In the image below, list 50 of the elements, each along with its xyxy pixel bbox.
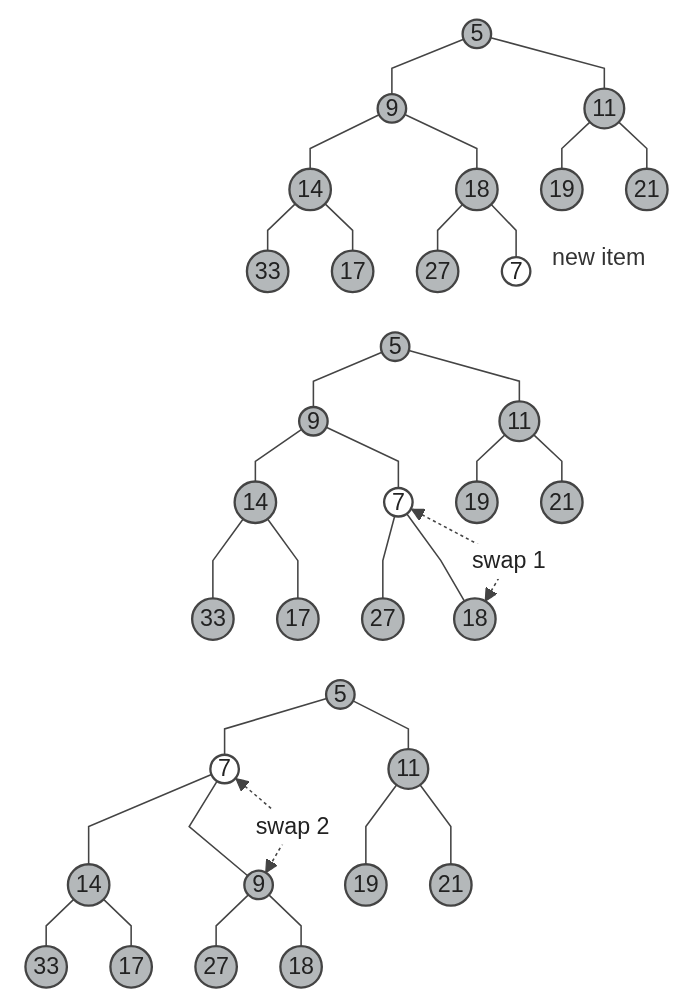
connector [44, 898, 74, 947]
connector [418, 784, 452, 865]
node-circle: 5 [379, 331, 411, 363]
node-circle: 19 [539, 167, 584, 212]
connector [364, 784, 397, 865]
node-circle: 14 [287, 167, 332, 212]
node-circle: 17 [275, 597, 320, 641]
node-circle: 27 [415, 249, 459, 294]
node-circle: 11 [582, 87, 625, 130]
annotation-text: new item [551, 244, 645, 271]
connector [214, 894, 249, 947]
node-circle: 19 [343, 863, 388, 907]
node-circle: 33 [190, 597, 235, 641]
node-circle: 7 [382, 486, 414, 518]
connector [102, 898, 132, 947]
node-circle: 18 [452, 597, 497, 641]
node-circle: 5 [324, 679, 356, 710]
node-circle: 7 [208, 753, 240, 785]
node-circle: 33 [245, 249, 290, 294]
connector [267, 894, 302, 947]
connector [489, 203, 517, 258]
node-circle: 5 [460, 18, 492, 50]
connector [325, 426, 399, 489]
node-circle: 17 [108, 944, 153, 989]
node-circle: 14 [66, 863, 111, 907]
node-circle: 9 [242, 869, 274, 901]
node-circle: 9 [375, 93, 407, 124]
connector [351, 700, 409, 750]
connector [187, 780, 248, 877]
connector [312, 351, 383, 408]
node-circle: 18 [454, 167, 499, 212]
connector [390, 38, 464, 95]
node-circle: 27 [193, 944, 238, 989]
node-circle: 21 [624, 167, 669, 212]
node-circle: 17 [330, 249, 375, 294]
node-circle: 9 [297, 405, 329, 437]
edge-label: swap 1 [471, 546, 546, 573]
connector [405, 513, 465, 602]
connector [87, 773, 212, 865]
node-circle: 11 [386, 747, 429, 791]
edge-label: swap 2 [255, 812, 330, 839]
node-circle: 7 [500, 255, 532, 287]
node-circle: 19 [454, 480, 499, 525]
node-circle: 33 [23, 944, 68, 989]
node-circle: 18 [278, 944, 323, 989]
node-circle: 27 [360, 597, 405, 641]
node-circle: 21 [539, 480, 584, 525]
node-circle: 14 [232, 480, 277, 525]
node-circle: 11 [497, 400, 540, 443]
node-circle: 21 [428, 863, 473, 907]
